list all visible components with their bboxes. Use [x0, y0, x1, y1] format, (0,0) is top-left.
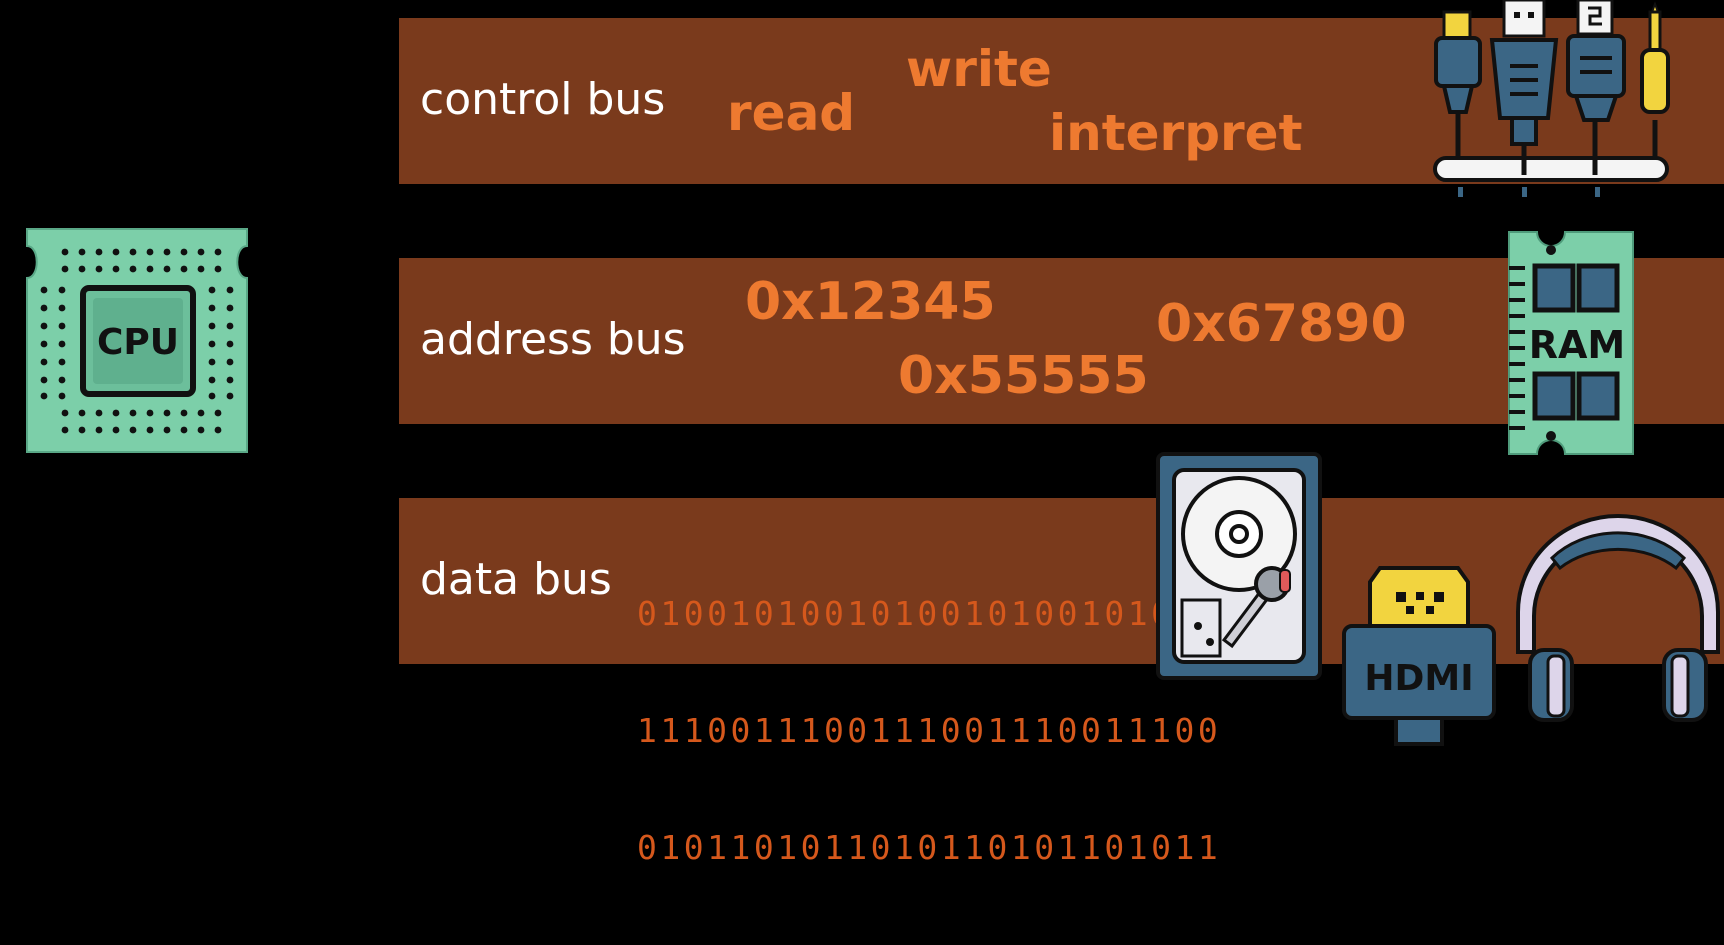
cpu-icon: CPU: [26, 228, 248, 453]
data-bits: 0100101001010010100101001 11100111001110…: [637, 516, 1221, 945]
control-bus-label: control bus: [420, 74, 666, 125]
hdmi-icon: HDMI: [1342, 566, 1496, 746]
bus-diagram: control bus read write interpret address…: [26, 0, 1724, 867]
ram-label: RAM: [1529, 323, 1625, 367]
address-value: 0x55555: [898, 346, 1149, 406]
data-bus-band: [399, 498, 1724, 664]
address-bus-band: [399, 258, 1724, 424]
data-bus-label: data bus: [420, 554, 612, 605]
cables-icon: [1433, 0, 1670, 197]
signal-read: read: [727, 84, 856, 142]
address-value: 0x12345: [745, 272, 996, 332]
data-bits-row: 1110011100111001110011100: [637, 711, 1222, 750]
headphones-icon: [1516, 514, 1720, 722]
data-bits-row: 0101101011010110101101011: [637, 828, 1222, 867]
address-bus-label: address bus: [420, 314, 686, 365]
ram-icon: RAM: [1508, 231, 1634, 455]
signal-write: write: [906, 40, 1052, 98]
hdmi-label: HDMI: [1364, 658, 1473, 699]
address-value: 0x67890: [1156, 294, 1407, 354]
data-bits-row: 0100101001010010100101001: [637, 594, 1222, 633]
cpu-label: CPU: [97, 322, 179, 363]
hard-drive-icon: [1156, 452, 1322, 680]
signal-interpret: interpret: [1049, 104, 1303, 162]
